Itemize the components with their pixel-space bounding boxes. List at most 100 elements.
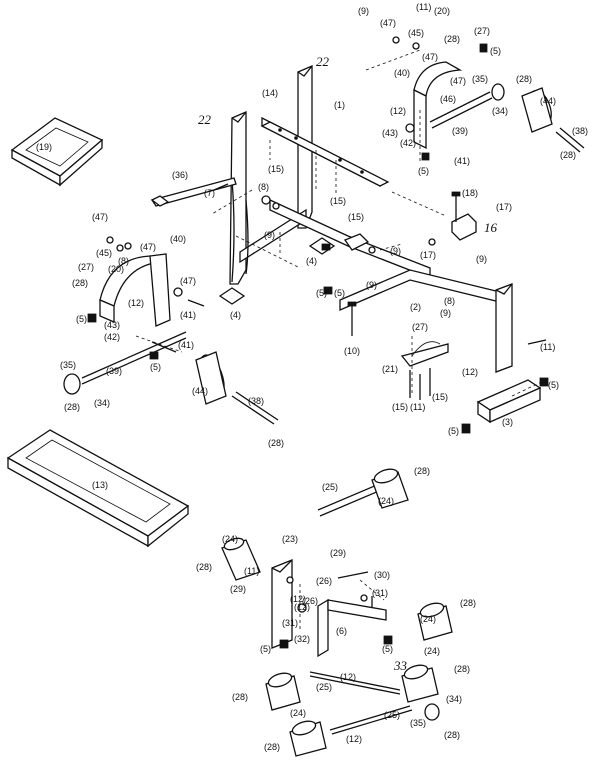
part-label: (9) <box>366 280 377 290</box>
handwritten-note: 22 <box>198 112 212 127</box>
part-label: (8) <box>118 256 129 266</box>
part-label: (28) <box>444 34 460 44</box>
part-label: (9) <box>440 308 451 318</box>
part-label: (20) <box>434 6 450 16</box>
alignment-lines <box>135 49 551 630</box>
mount-bracket-21 <box>400 341 449 367</box>
part-label: (39) <box>106 366 122 376</box>
part-label: (10) <box>344 346 360 356</box>
part-label: (34) <box>94 398 110 408</box>
part-label: (5) <box>150 362 161 372</box>
part-label: (1) <box>334 100 345 110</box>
hardware-bolts <box>151 183 547 608</box>
handwritten-note: 22 <box>316 54 330 69</box>
part-label: (28) <box>72 278 88 288</box>
part-label: (41) <box>180 310 196 320</box>
part-label: (42) <box>400 138 416 148</box>
part-label: (29) <box>330 548 346 558</box>
part-label: (24) <box>378 496 394 506</box>
part-label: (21) <box>382 364 398 374</box>
part-label: (47) <box>422 52 438 62</box>
part-label: (8) <box>258 182 269 192</box>
part-label: (15) <box>330 196 346 206</box>
part-label: (12) <box>346 734 362 744</box>
part-label: (35) <box>472 74 488 84</box>
part-label: (45) <box>96 248 112 258</box>
part-label: (12) <box>462 367 478 377</box>
part-label: (9) <box>390 246 401 256</box>
part-label: (27) <box>412 322 428 332</box>
seat-pad-19 <box>10 117 104 187</box>
part-label: (38) <box>572 126 588 136</box>
part-label: (12) <box>390 106 406 116</box>
part-label: (25) <box>384 710 400 720</box>
part-label: (47) <box>92 212 108 222</box>
part-label: (9) <box>358 6 369 16</box>
part-label: (32) <box>294 634 310 644</box>
part-label: (17) <box>420 250 436 260</box>
part-label: (40) <box>394 68 410 78</box>
part-label: (4) <box>306 256 317 266</box>
part-label: (8) <box>444 296 455 306</box>
part-label: (28) <box>232 692 248 702</box>
part-label: (6) <box>336 626 347 636</box>
part-label: (15) <box>268 164 284 174</box>
part-label: (28) <box>414 466 430 476</box>
part-label: (12) <box>294 602 310 612</box>
part-label: (3) <box>502 417 513 427</box>
part-label: (24) <box>290 708 306 718</box>
part-label: (47) <box>140 242 156 252</box>
part-label: (5) <box>548 380 559 390</box>
leg-assembly-left-40 <box>63 253 279 425</box>
part-label: (11) <box>416 2 431 12</box>
part-label: (29) <box>230 584 246 594</box>
leg-assembly-right-40 <box>413 61 585 153</box>
part-label: (36) <box>172 170 188 180</box>
part-label: (41) <box>454 156 470 166</box>
foot-base-3 <box>476 379 542 424</box>
part-label: (41) <box>178 340 194 350</box>
part-label: (4) <box>230 310 241 320</box>
part-label: (28) <box>560 150 576 160</box>
part-label: (34) <box>492 106 508 116</box>
part-label: (26) <box>316 576 332 586</box>
part-label: (12) <box>128 298 144 308</box>
cross-bar-14 <box>260 116 390 196</box>
part-label: (24) <box>420 614 436 624</box>
part-label: (15) <box>392 402 408 412</box>
bracket-16 <box>451 213 477 241</box>
part-label: (44) <box>192 386 208 396</box>
handwritten-annotations: 22 22 16 33 <box>198 54 498 673</box>
part-label: (45) <box>408 28 424 38</box>
part-label: (14) <box>262 88 278 98</box>
hardware-caps <box>87 36 549 649</box>
part-label: (30) <box>374 570 390 580</box>
part-label: (34) <box>446 694 462 704</box>
part-label: (13) <box>92 480 108 490</box>
upright-frame-1 <box>229 65 313 285</box>
part-label: (5) <box>316 288 327 298</box>
part-label: (43) <box>104 320 120 330</box>
bar-36 <box>150 177 237 207</box>
part-label: (47) <box>450 76 466 86</box>
part-label: (38) <box>248 396 264 406</box>
part-label: (20) <box>108 264 124 274</box>
part-label: (28) <box>454 664 470 674</box>
part-label: (9) <box>264 230 275 240</box>
part-label: (31) <box>372 588 388 598</box>
part-label: (12) <box>340 672 356 682</box>
part-label: (19) <box>36 142 52 152</box>
part-label: (9) <box>476 254 487 264</box>
part-label: (11) <box>244 566 259 576</box>
part-label: (24) <box>424 646 440 656</box>
part-label: (12) <box>290 594 306 604</box>
part-label: (7) <box>204 188 215 198</box>
part-label: (35) <box>60 360 76 370</box>
callout-labels: (1) (2) (3) (4) (4) (5) (5) (5) (5) (5) … <box>36 2 588 752</box>
part-label: (28) <box>460 598 476 608</box>
part-label: (5) <box>382 644 393 654</box>
part-label: (2) <box>410 302 421 312</box>
part-label: (15) <box>432 392 448 402</box>
part-label: (28) <box>268 438 284 448</box>
